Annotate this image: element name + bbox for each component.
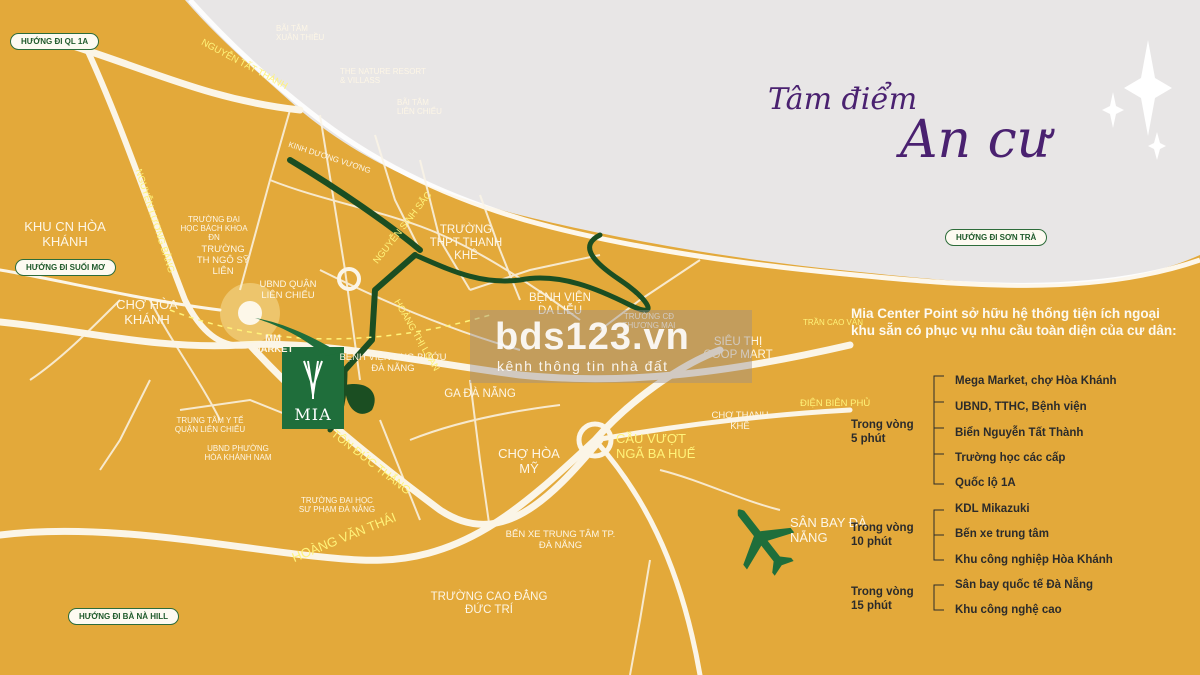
road-ql1a [82, 42, 253, 349]
label-kcn-hoa-khanh: KHU CN HÒA KHÁNH [24, 219, 106, 249]
label-mm-market: MM MARKET [252, 333, 294, 355]
list-item: Biển Nguyễn Tất Thành [955, 427, 1084, 439]
heading-line1: Tâm điểm [768, 82, 918, 117]
label-cho-hoa-my: CHỢ HÒA MỸ [498, 446, 560, 476]
list-item: Trường học các cấp [955, 452, 1066, 464]
label-ubnd-lien-chieu: UBND QUẬN LIÊN CHIỂU [259, 279, 317, 301]
road-label-dien-bien-phu: ĐIỆN BIÊN PHỦ [800, 398, 871, 409]
road-nguyen-tat-thanh [66, 41, 304, 114]
label-bv-da-lieu: BỆNH VIỆN DA LIỄU [529, 292, 591, 318]
road-main-horizontal [0, 318, 854, 383]
group-label-15-min: Trong vòng 15 phút [851, 585, 921, 614]
list-item: Khu công nghiệp Hòa Khánh [955, 554, 1113, 566]
label-dh-bach-khoa: TRƯỜNG ĐẠI HỌC BÁCH KHOA ĐN [180, 215, 248, 243]
label-cho-hoa-khanh: CHỢ HÒA KHÁNH [116, 297, 178, 327]
label-ga-da-nang: GA ĐÀ NẴNG [444, 388, 516, 400]
mia-logo-text: MIA [294, 405, 332, 424]
road-dien-bien-phu [592, 407, 853, 443]
list-item: UBND, TTHC, Bệnh viện [955, 401, 1087, 413]
list-item: Khu công nghệ cao [955, 604, 1062, 616]
list-item: Sân bay quốc tế Đà Nẵng [955, 579, 1094, 591]
watermark-box [470, 310, 752, 383]
direction-son-tra: HƯỚNG ĐI SƠN TRÀ [945, 229, 1048, 246]
label-san-bay: SÂN BAY ĐÀ NẴNG [790, 515, 867, 545]
intro-text: Mia Center Point sở hữu hệ thống tiện íc… [851, 306, 1177, 339]
label-cd-thuong-mai: TRƯỜNG CĐ THƯƠNG MẠI [622, 312, 676, 331]
watermark-subtitle: kênh thông tin nhà đất [497, 358, 669, 374]
label-cau-vuot-nga-ba-hue: CẦU VƯỢT NGÃ BA HUẾ [616, 431, 696, 461]
mia-pointer [255, 318, 340, 356]
group-label-10-min-text: Trong vòng 10 phút [851, 522, 914, 549]
list-item: Bến xe trung tâm [955, 528, 1049, 540]
sparkle-icon [1102, 40, 1172, 160]
group-brackets [933, 375, 944, 611]
direction-suoi-mo: HƯỚNG ĐI SUỐI MƠ [15, 259, 116, 276]
group-label-10-min: Trong vòng 10 phút [851, 521, 921, 550]
label-nature-resort: THE NATURE RESORT & VILLASS [340, 67, 426, 86]
label-bv-ung-buou: BỆNH VIỆN UNG BƯỚU ĐÀ NẴNG [339, 352, 447, 374]
road-hoang-van-thai [0, 346, 724, 564]
group-label-5-min: Trong vòng 5 phút [851, 418, 921, 447]
route-nguyen-sinh-sac [342, 252, 418, 373]
mia-emblem-icon [303, 360, 323, 399]
label-ttyt-lien-chieu: TRUNG TÂM Y TẾ QUẬN LIÊN CHIỂU [174, 416, 246, 435]
group-label-5-min-text: Trong vòng 5 phút [851, 419, 914, 446]
label-bai-tam-xuan-thieu: BÃI TẮM XUÂN THIỀU [276, 24, 325, 43]
list-item: KDL Mikazuki [955, 503, 1030, 515]
label-thpt-thanh-khe: TRƯỜNG THPT THANH KHÊ [429, 224, 503, 263]
road-airport [592, 437, 703, 675]
direction-ba-na-hill: HƯỚNG ĐI BÀ NÀ HILL [68, 608, 180, 625]
sea-area [185, 0, 1200, 284]
group-label-15-min-text: Trong vòng 15 phút [851, 586, 914, 613]
list-item: Quốc lộ 1A [955, 477, 1016, 489]
label-sieu-thi-coop: SIÊU THỊ COOP MART [703, 336, 773, 362]
label-th-ngo-sy-lien: TRƯỜNG TH NGÔ SỸ LIÊN [196, 244, 250, 277]
route-kinh-duong-vuong [287, 157, 423, 253]
mia-project-logo[interactable]: MIA [282, 347, 344, 429]
label-bai-tam-lien-chieu: BÃI TẮM LIÊN CHIỂU [397, 98, 442, 117]
label-ubnd-hoa-khanh-nam: UBND PHƯỜNG HÒA KHÁNH NAM [204, 444, 272, 463]
airplane-icon [737, 509, 795, 576]
label-cd-duc-tri: TRƯỜNG CAO ĐẲNG ĐỨC TRÍ [430, 591, 548, 617]
list-item: Mega Market, chợ Hòa Khánh [955, 375, 1117, 387]
label-ben-xe: BẾN XE TRUNG TÂM TP. ĐÀ NẴNG [505, 529, 616, 551]
heading-line2: An cư [900, 110, 1051, 170]
label-cho-thanh-khe: CHỢ THANH KHÊ [711, 410, 769, 432]
watermark-title: bds123.vn [495, 316, 690, 358]
label-dh-su-pham: TRƯỜNG ĐẠI HỌC SƯ PHẠM ĐÀ NẴNG [298, 496, 376, 515]
road-label-tran-cao-van: TRẦN CAO VÂN [803, 318, 864, 327]
direction-ql1a: HƯỚNG ĐI QL 1A [10, 33, 100, 50]
